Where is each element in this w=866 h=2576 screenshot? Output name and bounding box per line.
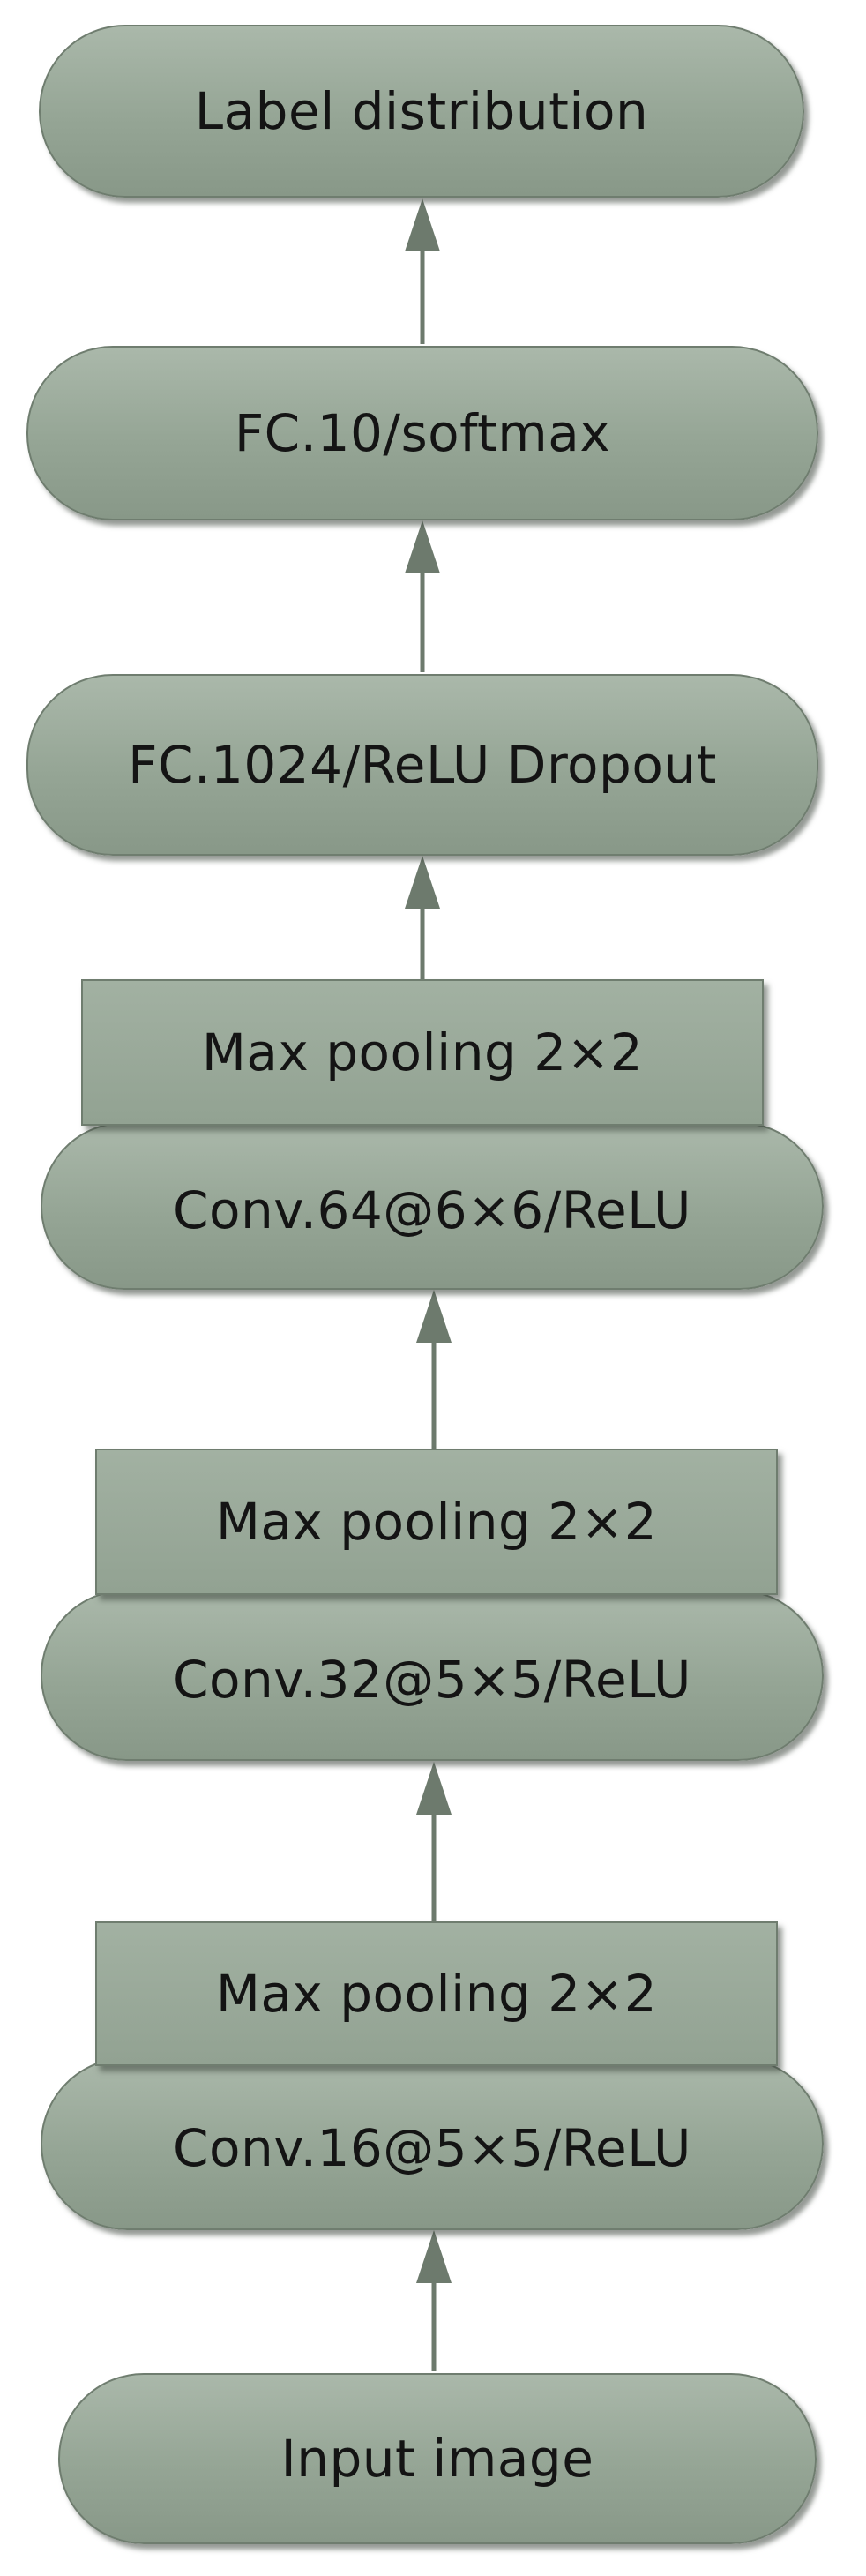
node-input-image-text: Input image: [280, 2429, 594, 2489]
node-max-pooling-1-text: Max pooling 2×2: [215, 1964, 658, 2024]
arrow-pool1-to-conv32: [416, 1762, 452, 1921]
arrow-pool2-to-conv64: [416, 1290, 452, 1449]
node-label-distribution: Label distribution: [39, 25, 804, 198]
node-fc10-softmax-text: FC.10/softmax: [234, 403, 611, 463]
node-input-image: Input image: [58, 2373, 817, 2544]
node-max-pooling-1: Max pooling 2×2: [95, 1921, 778, 2066]
node-fc10-softmax: FC.10/softmax: [26, 346, 818, 520]
node-max-pooling-2-text: Max pooling 2×2: [215, 1492, 658, 1552]
node-fc1024-relu-dropout-text: FC.1024/ReLU Dropout: [128, 735, 717, 795]
node-max-pooling-2: Max pooling 2×2: [95, 1449, 778, 1595]
arrow-pool3-to-fc1024: [405, 856, 440, 979]
node-max-pooling-3: Max pooling 2×2: [81, 979, 764, 1126]
arrow-input-to-conv16: [416, 2230, 452, 2371]
arrow-fc1024-to-fc10: [405, 520, 440, 672]
node-conv64: Conv.64@6×6/ReLU: [41, 1122, 824, 1290]
node-conv16-text: Conv.16@5×5/ReLU: [173, 2118, 691, 2178]
node-conv64-text: Conv.64@6×6/ReLU: [173, 1180, 691, 1240]
node-conv32-text: Conv.32@5×5/ReLU: [173, 1650, 691, 1710]
node-max-pooling-3-text: Max pooling 2×2: [201, 1022, 644, 1082]
node-fc1024-relu-dropout: FC.1024/ReLU Dropout: [26, 674, 818, 856]
arrow-fc10-to-label: [405, 198, 440, 344]
node-conv32: Conv.32@5×5/ReLU: [41, 1590, 824, 1761]
node-label-distribution-text: Label distribution: [194, 81, 649, 141]
node-conv16: Conv.16@5×5/ReLU: [41, 2057, 824, 2230]
